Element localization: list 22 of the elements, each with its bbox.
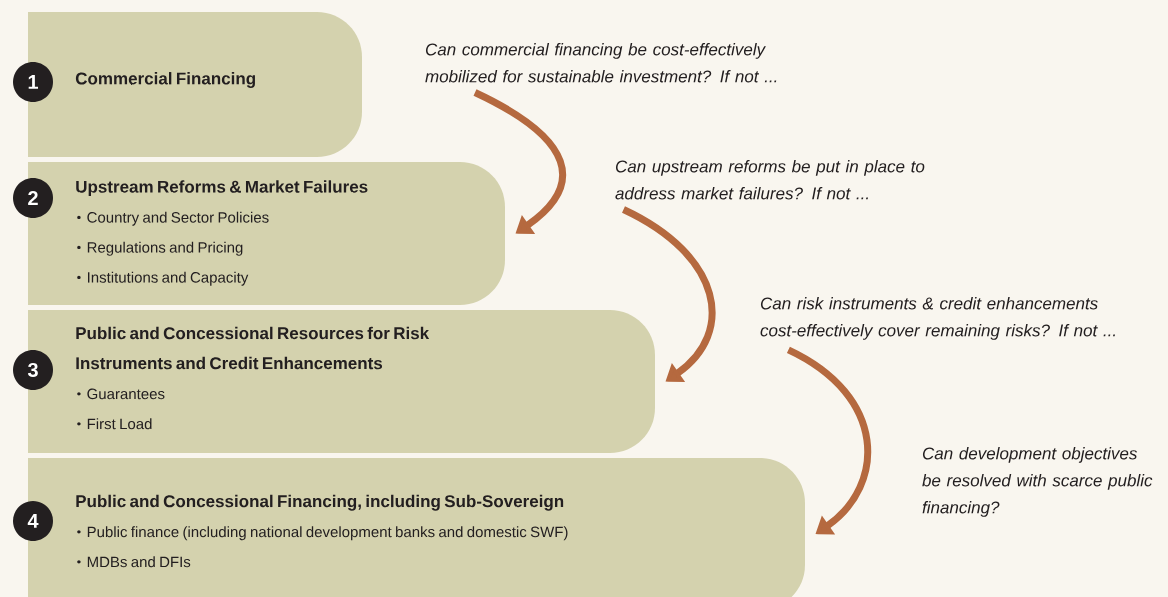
question-text: Can commercial financing be cost-effectively mobilized for sustainable investment? If not ... bbox=[425, 43, 777, 83]
bullet-item: Public finance (including national development banks and domestic SWF) bbox=[77, 526, 568, 541]
step-number: 3 bbox=[13, 350, 53, 390]
bullet-item: Institutions and Capacity bbox=[77, 271, 249, 286]
bullet-item: Guarantees bbox=[77, 388, 165, 400]
question-text: Can upstream reforms be put in place to address market failures? If not ... bbox=[615, 160, 925, 200]
step-number: 2 bbox=[13, 178, 53, 218]
band-heading: Upstream Reforms & Market Failures bbox=[76, 180, 368, 197]
bullet-item: Regulations and Pricing bbox=[77, 241, 243, 256]
curved-arrow bbox=[786, 346, 872, 535]
step-number: 1 bbox=[13, 62, 53, 102]
band-heading: Public and Concessional Financing, including Sub-Sovereign bbox=[76, 494, 564, 511]
band-heading: Commercial Financing bbox=[75, 72, 255, 88]
band-heading: Public and Concessional Resources for Risk Instruments and Credit Enhancements bbox=[76, 326, 430, 370]
bullet-item: MDBs and DFIs bbox=[77, 556, 191, 568]
curved-arrow bbox=[621, 206, 716, 382]
curved-arrow bbox=[473, 89, 566, 234]
bullet-item: First Load bbox=[77, 418, 152, 430]
bullet-item: Country and Sector Policies bbox=[77, 211, 269, 226]
question-text: Can development objectives be resolved with scarce public financing? bbox=[922, 447, 1153, 517]
question-text: Can risk instruments & credit enhancements cost-effectively cover remaining risks? If not ... bbox=[760, 297, 1115, 340]
step-number: 4 bbox=[13, 501, 53, 541]
